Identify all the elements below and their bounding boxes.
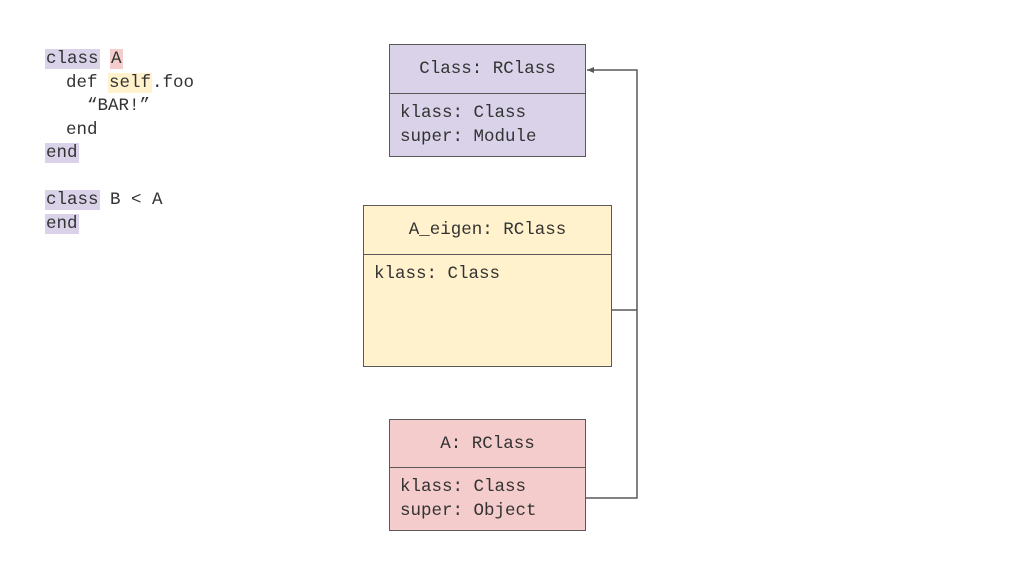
code-line: class B < A xyxy=(45,189,194,213)
a-rclass-box: A: RClass klass: Class super: Object xyxy=(389,419,586,531)
class-rclass-box: Class: RClass klass: Class super: Module xyxy=(389,44,586,157)
class-rclass-title: Class: RClass xyxy=(390,45,585,94)
code-token: .foo xyxy=(152,72,195,93)
class-rclass-fields: klass: Class super: Module xyxy=(400,103,537,147)
a-to-class-klass-arrow xyxy=(586,67,638,499)
code-line: “BAR!” xyxy=(45,95,194,119)
highlighted-code-token: A xyxy=(110,49,123,69)
highlighted-code-token: end xyxy=(45,143,79,163)
code-token: “BAR!” xyxy=(45,96,151,116)
a-eigen-fields: klass: Class xyxy=(374,264,501,284)
highlighted-code-token: self xyxy=(108,72,153,93)
a-eigen-box: A_eigen: RClass klass: Class xyxy=(363,205,612,367)
a-rclass-title: A: RClass xyxy=(390,420,585,468)
highlighted-code-token: class xyxy=(45,190,100,210)
code-token: end xyxy=(45,119,98,140)
code-line: end xyxy=(45,119,194,143)
code-line: class A xyxy=(45,48,194,72)
code-line: end xyxy=(45,142,194,166)
highlighted-code-token: class xyxy=(45,49,100,69)
a-rclass-fields: klass: Class super: Object xyxy=(400,477,537,521)
code-token: def xyxy=(45,72,109,93)
a-eigen-title: A_eigen: RClass xyxy=(364,206,611,255)
code-line: def self.foo xyxy=(45,72,194,96)
code-token: B < A xyxy=(99,190,163,210)
code-line: end xyxy=(45,213,194,237)
highlighted-code-token: end xyxy=(45,213,79,234)
